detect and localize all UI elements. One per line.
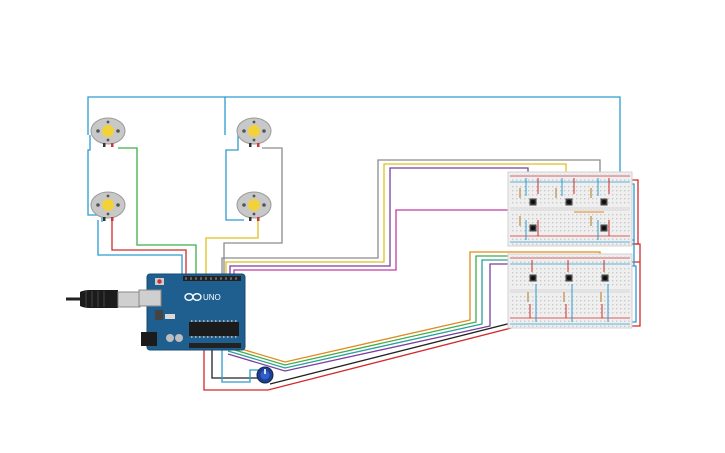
pushbutton-1[interactable] xyxy=(529,198,537,206)
wire-gray-top xyxy=(221,159,601,276)
usb-cable[interactable] xyxy=(66,290,141,308)
dc-motor-2[interactable] xyxy=(90,191,126,221)
wire-blue-pot xyxy=(221,348,262,383)
wire-red-pot xyxy=(203,326,516,391)
wire-yellow-top xyxy=(225,163,567,276)
wire-purple-top xyxy=(229,167,529,276)
wire-blue-motor2 xyxy=(97,220,183,276)
breadboard-bottom[interactable] xyxy=(507,253,633,329)
wire-yellow-motor4 xyxy=(205,218,259,276)
pushbutton-7[interactable] xyxy=(565,274,573,282)
wire-blue-top-long xyxy=(225,96,621,178)
power-jack xyxy=(141,332,157,346)
potentiometer[interactable] xyxy=(256,366,274,384)
motor-shaft-icon xyxy=(248,125,260,137)
wire-black-pot xyxy=(211,348,258,379)
motor-shaft-icon xyxy=(102,199,114,211)
arduino-infinity-icon xyxy=(184,293,202,302)
wire-red-motor2 xyxy=(111,218,187,276)
resistors xyxy=(527,260,609,322)
pushbutton-3[interactable] xyxy=(600,198,608,206)
motor-shaft-icon xyxy=(102,125,114,137)
dc-motor-1[interactable] xyxy=(90,117,126,147)
pushbutton-8[interactable] xyxy=(601,274,609,282)
analog-header xyxy=(189,343,241,348)
breadboard-top[interactable] xyxy=(507,171,633,247)
pushbutton-5[interactable] xyxy=(600,224,608,232)
pushbutton-4[interactable] xyxy=(529,224,537,232)
motor-shaft-icon xyxy=(248,199,260,211)
capacitor xyxy=(175,334,183,342)
usb-plug xyxy=(80,290,118,308)
resistors xyxy=(519,178,610,240)
wire-blue-motor1 xyxy=(87,96,226,135)
wire-green-motor1 xyxy=(118,147,197,276)
breadboard-holes xyxy=(512,174,630,245)
wire-teal-low xyxy=(227,259,531,369)
usb-port xyxy=(138,289,162,307)
pushbutton-2[interactable] xyxy=(565,198,573,206)
dc-motor-4[interactable] xyxy=(236,191,272,221)
pushbutton-6[interactable] xyxy=(529,274,537,282)
microcontroller-chip xyxy=(189,322,239,336)
dc-motor-3[interactable] xyxy=(236,117,272,147)
arduino-uno-board[interactable]: UNO xyxy=(138,273,246,351)
wire-blue-motor3-4 xyxy=(225,135,244,221)
board-brand-label: UNO xyxy=(203,293,221,302)
wire-gray-motor3 xyxy=(223,147,283,276)
capacitor xyxy=(166,334,174,342)
wire-purple-low xyxy=(227,263,530,372)
wire-black-pot2 xyxy=(269,321,516,385)
